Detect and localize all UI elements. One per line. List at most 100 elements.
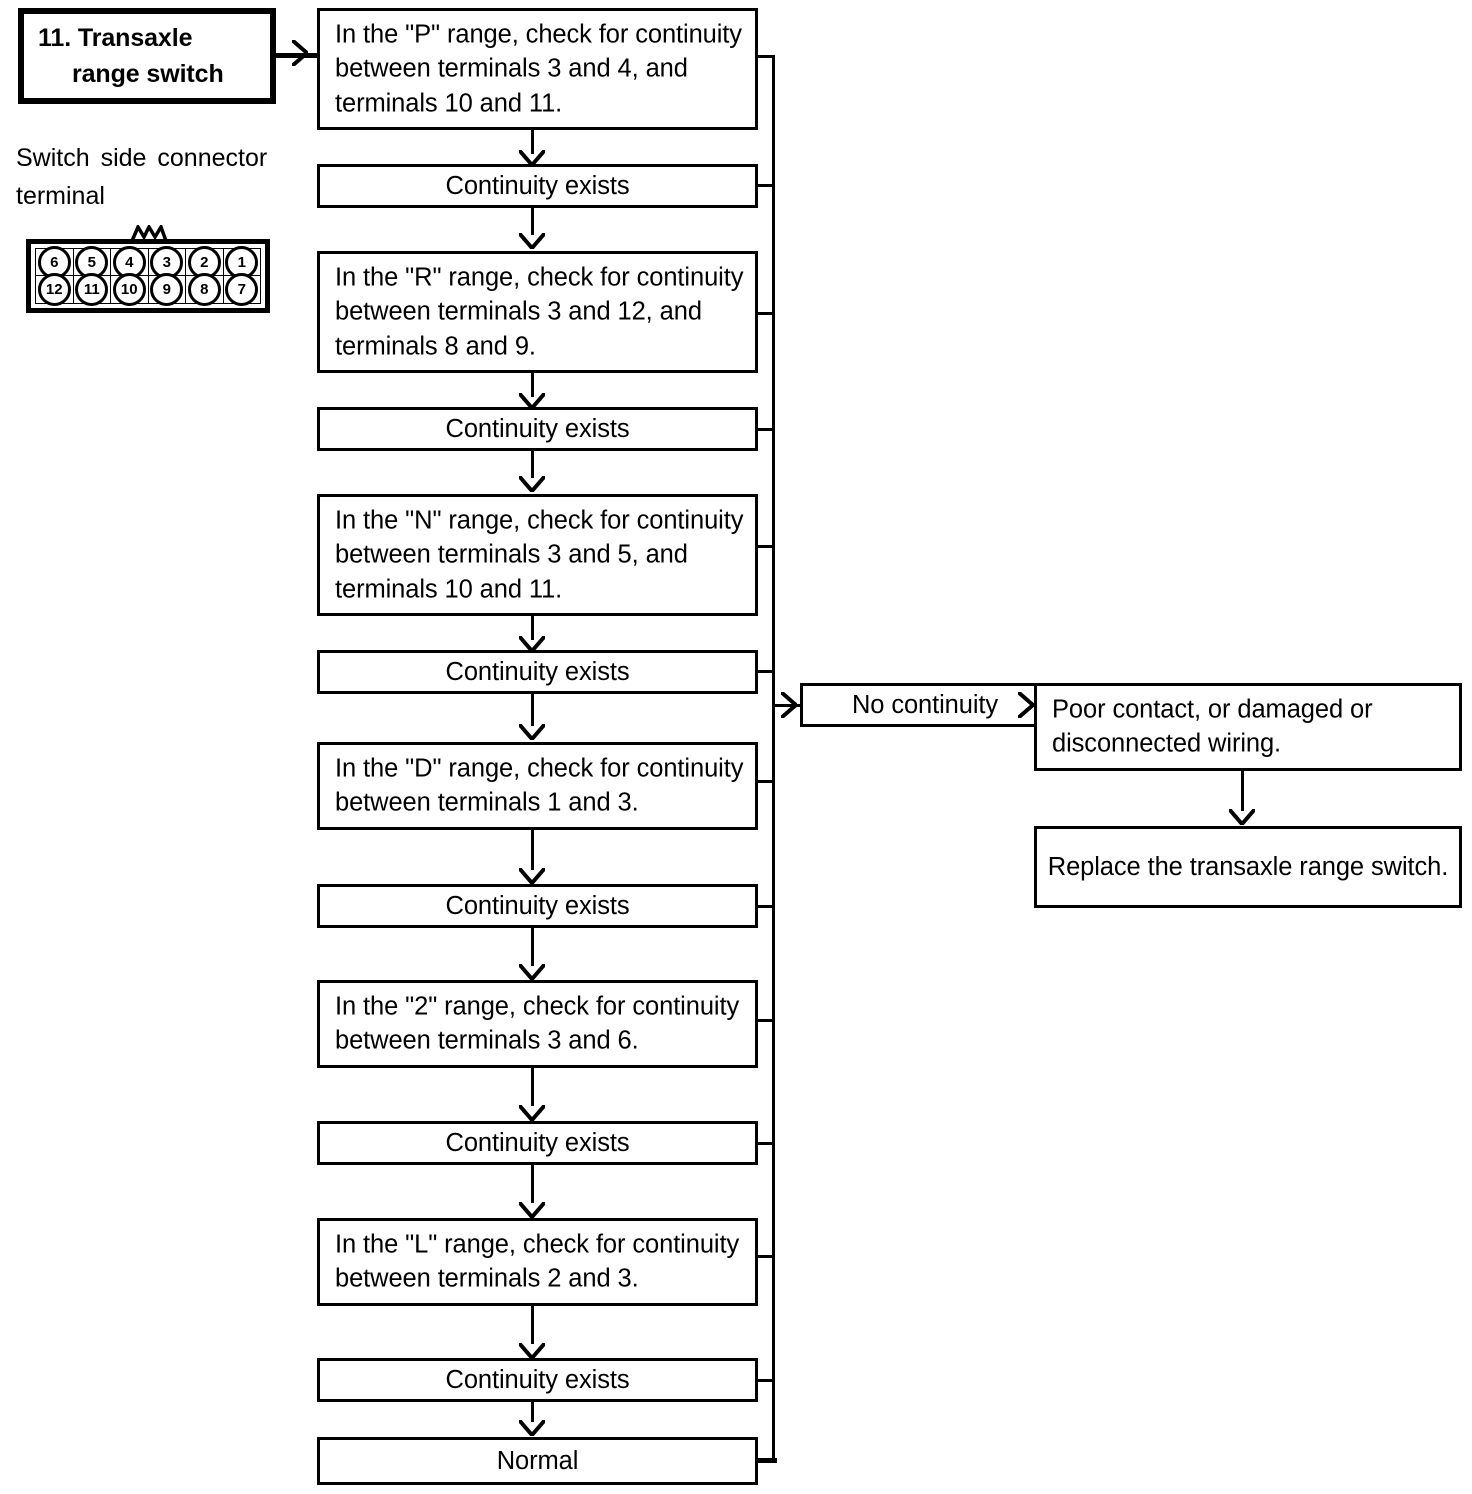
pin-number: 8 xyxy=(187,273,221,306)
step-text: In the "R" range, check for continuity b… xyxy=(335,263,744,361)
arrow-down-icon xyxy=(519,636,545,652)
action-text: Replace the transaxle range switch. xyxy=(1047,852,1449,881)
step-box-check-r: In the "R" range, check for continuity b… xyxy=(317,251,758,373)
pin-cell: 1 xyxy=(223,245,260,279)
result-text: Continuity exists xyxy=(445,891,630,920)
bus-stub xyxy=(755,670,775,673)
result-box-5: Continuity exists xyxy=(317,1121,758,1165)
arrow-down-icon xyxy=(519,964,545,980)
chain-line xyxy=(531,1402,534,1422)
arrow-down-icon xyxy=(519,476,545,492)
bus-to-no-continuity-line xyxy=(772,704,802,707)
step-box-check-d: In the "D" range, check for continuity b… xyxy=(317,742,758,830)
pin-number: 9 xyxy=(150,273,184,306)
connector-caption: Switch side connector terminal xyxy=(16,144,268,210)
bus-stub xyxy=(755,184,775,187)
bus-stub xyxy=(755,55,775,58)
pin-cell: 11 xyxy=(74,273,111,306)
fault-to-action-line xyxy=(1241,771,1244,811)
bus-stub xyxy=(755,780,775,783)
result-text: Continuity exists xyxy=(445,171,630,200)
chain-line xyxy=(531,830,534,870)
step-text: In the "P" range, check for continuity b… xyxy=(335,20,742,118)
result-text: Continuity exists xyxy=(445,1365,630,1394)
bus-stub xyxy=(755,545,775,548)
chain-line xyxy=(531,928,534,966)
arrow-down-icon xyxy=(519,868,545,884)
result-box-2: Continuity exists xyxy=(317,407,758,451)
step-text: In the "D" range, check for continuity b… xyxy=(335,754,744,817)
bus-stub xyxy=(755,1019,775,1022)
pin-cell: 2 xyxy=(186,245,224,279)
no-continuity-box: No continuity xyxy=(800,683,1050,727)
pin-cell: 8 xyxy=(186,273,224,306)
bus-stub xyxy=(755,312,775,315)
pin-number: 3 xyxy=(150,245,184,279)
title-box-text: 11. Transaxle range switch xyxy=(24,20,270,93)
pin-cell: 10 xyxy=(111,273,149,306)
bus-stub xyxy=(755,1458,777,1463)
result-box-4: Continuity exists xyxy=(317,884,758,928)
arrow-down-icon xyxy=(519,233,545,249)
pin-cell: 5 xyxy=(73,245,111,279)
chain-line xyxy=(531,208,534,235)
connector-body: 6 5 4 3 2 1 12 11 10 9 8 7 xyxy=(26,239,270,313)
result-text: Continuity exists xyxy=(445,414,630,443)
normal-box: Normal xyxy=(317,1437,758,1485)
result-text: Continuity exists xyxy=(445,1128,630,1157)
bus-stub xyxy=(755,1142,775,1145)
arrow-down-icon xyxy=(519,724,545,740)
arrow-down-icon xyxy=(519,1202,545,1218)
chain-line xyxy=(531,373,534,397)
step-box-check-n: In the "N" range, check for continuity b… xyxy=(317,494,758,616)
pin-cell: 7 xyxy=(224,273,261,306)
pin-cell: 4 xyxy=(111,245,149,279)
pin-number: 7 xyxy=(225,273,259,306)
chain-line xyxy=(531,694,534,726)
result-box-1: Continuity exists xyxy=(317,164,758,208)
pin-cell: 3 xyxy=(148,245,186,279)
connector-pin-grid: 6 5 4 3 2 1 12 11 10 9 8 7 xyxy=(35,245,261,306)
normal-text: Normal xyxy=(496,1446,579,1475)
pin-cell: 6 xyxy=(36,245,74,279)
chain-line xyxy=(531,616,534,640)
bus-stub xyxy=(755,905,775,908)
result-box-3: Continuity exists xyxy=(317,650,758,694)
step-text: In the "N" range, check for continuity b… xyxy=(335,506,744,604)
step-box-check-p: In the "P" range, check for continuity b… xyxy=(317,8,758,130)
pin-number: 12 xyxy=(37,273,71,306)
step-text: In the "2" range, check for continuity b… xyxy=(335,992,740,1055)
arrow-down-icon xyxy=(519,150,545,166)
title-line-2: range switch xyxy=(72,60,224,88)
action-box: Replace the transaxle range switch. xyxy=(1034,826,1462,908)
chain-line xyxy=(531,130,534,154)
arrow-right-icon xyxy=(1018,692,1034,718)
pin-cell: 9 xyxy=(149,273,186,306)
bus-stub xyxy=(755,1379,775,1382)
pin-cell: 12 xyxy=(36,273,74,306)
bus-stub xyxy=(755,1255,775,1258)
title-to-step-line xyxy=(276,53,318,58)
fault-bus-vertical-line xyxy=(772,55,775,1463)
fault-box: Poor contact, or damaged or disconnected… xyxy=(1034,683,1462,771)
bus-stub xyxy=(755,428,775,431)
chain-line xyxy=(531,1306,534,1344)
step-text: In the "L" range, check for continuity b… xyxy=(335,1230,740,1293)
result-box-6: Continuity exists xyxy=(317,1358,758,1402)
arrow-down-icon xyxy=(519,393,545,409)
arrow-down-icon xyxy=(1229,809,1255,825)
step-box-check-2: In the "2" range, check for continuity b… xyxy=(317,980,758,1068)
title-line-1: 11. Transaxle xyxy=(38,23,193,52)
arrow-down-icon xyxy=(519,1420,545,1436)
connector-pin-row-top: 6 5 4 3 2 1 xyxy=(36,245,260,279)
title-box: 11. Transaxle range switch xyxy=(18,8,276,104)
connector-notch-icon xyxy=(130,222,168,242)
connector-pin-row-bottom: 12 11 10 9 8 7 xyxy=(36,273,261,306)
arrow-right-icon xyxy=(781,692,797,718)
step-box-check-l: In the "L" range, check for continuity b… xyxy=(317,1218,758,1306)
arrow-down-icon xyxy=(519,1343,545,1359)
arrow-down-icon xyxy=(519,1105,545,1121)
chain-line xyxy=(531,451,534,478)
chain-line xyxy=(531,1165,534,1203)
switch-side-connector-terminal-diagram: 6 5 4 3 2 1 12 11 10 9 8 7 xyxy=(26,222,276,317)
